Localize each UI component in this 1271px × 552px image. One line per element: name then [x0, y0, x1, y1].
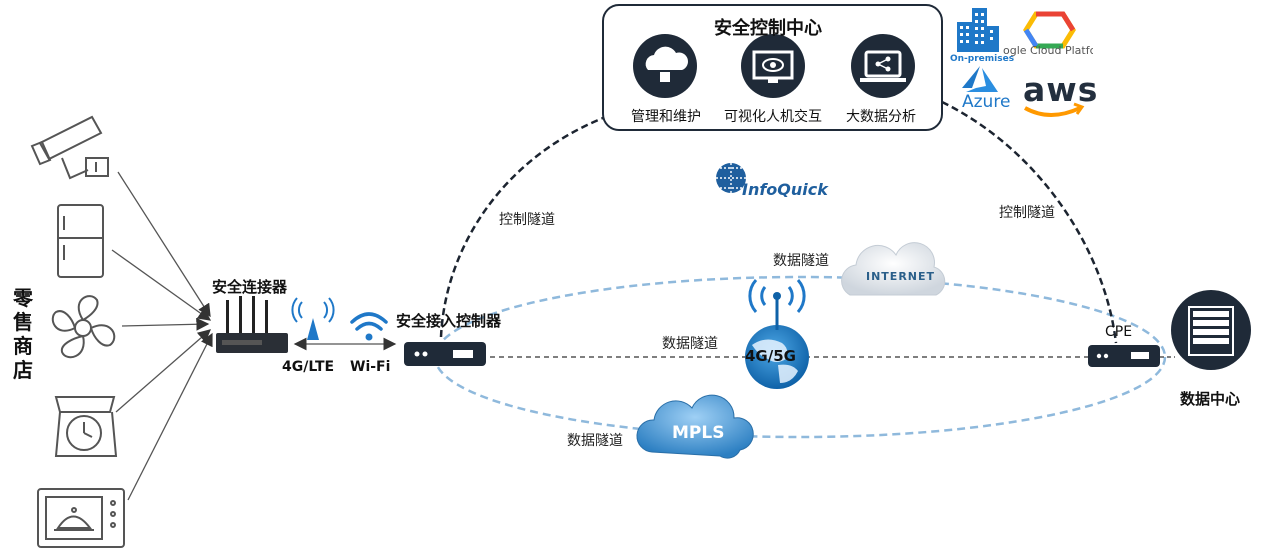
data-tunnel-mid-label: 数据隧道	[662, 336, 718, 352]
datacenter-label: 数据中心	[1180, 390, 1241, 408]
device-arrows	[111, 171, 213, 501]
share-laptop-icon	[851, 34, 915, 98]
mpls-label: MPLS	[672, 423, 725, 443]
retail-store-label: 零 售 商 店	[13, 286, 33, 382]
mpls-cloud-icon	[636, 394, 754, 459]
building-icon	[957, 8, 999, 52]
g45-tower-globe-icon	[745, 279, 809, 389]
infoquick-logo-icon	[716, 163, 746, 193]
control-tunnel-left-label: 控制隧道	[499, 212, 555, 228]
control-tunnel-right-label: 控制隧道	[999, 205, 1055, 221]
visual-label: 可视化人机交互	[724, 109, 822, 125]
control-tunnel-right	[941, 100, 1118, 344]
wifi-label: Wi-Fi	[350, 359, 391, 375]
azure-label: Azure	[962, 92, 1011, 112]
infoquick-brand: InfoQuick	[742, 180, 828, 199]
lte-label: 4G/LTE	[282, 359, 335, 375]
fridge-icon	[57, 204, 104, 278]
aws-label: aws	[1023, 70, 1099, 109]
mgmt-label: 管理和维护	[631, 109, 701, 125]
connector-router-icon	[216, 296, 288, 353]
onprem-label: On-premises	[950, 54, 1015, 64]
controller-label: 安全接入控制器	[396, 312, 502, 330]
cpe-label: CPE	[1105, 324, 1133, 340]
fan-icon	[51, 295, 116, 359]
datacenter-server-icon	[1171, 290, 1251, 370]
camera-icon	[30, 115, 109, 180]
azure-icon	[962, 66, 998, 92]
connector-label: 安全连接器	[212, 278, 288, 296]
wifi-icon	[350, 312, 388, 341]
internet-cloud-icon	[841, 242, 946, 296]
data-tunnel-top-label: 数据隧道	[773, 253, 829, 269]
google-cloud-label: ogle Cloud Platfc	[1003, 44, 1093, 57]
oven-icon	[37, 488, 125, 548]
access-controller-device	[404, 342, 486, 366]
google-cloud-icon	[1023, 11, 1076, 49]
eye-monitor-icon	[741, 34, 805, 98]
cpe-device	[1088, 345, 1160, 367]
control-tunnel-left	[439, 116, 604, 338]
internet-label: INTERNET	[866, 270, 936, 283]
cloud-mgmt-icon	[633, 34, 697, 98]
data-tunnel-bottom-label: 数据隧道	[567, 433, 623, 449]
scale-icon	[54, 396, 118, 457]
control-center-title: 安全控制中心	[714, 18, 822, 39]
bigdata-label: 大数据分析	[846, 109, 916, 125]
aws-smile-icon	[1024, 106, 1081, 117]
lte-antenna-icon	[291, 297, 335, 340]
g45-label: 4G/5G	[745, 347, 796, 365]
